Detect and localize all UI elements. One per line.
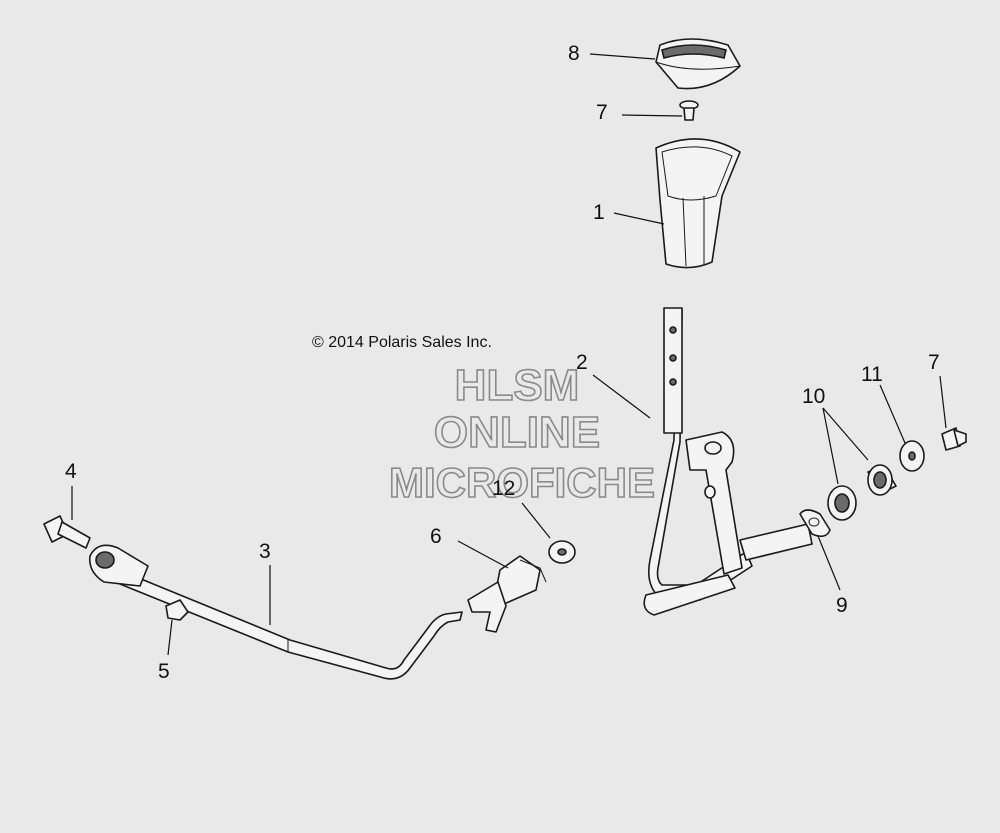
part-7-screw-right [941, 427, 967, 451]
part-12-washer [548, 540, 576, 564]
callout-9: 9 [836, 594, 848, 617]
part-2-shift-lever [643, 307, 813, 616]
callouts: 8 7 1 2 3 4 5 6 7 9 10 11 12 [65, 42, 940, 683]
callout-5: 5 [158, 660, 170, 683]
part-5-nut [165, 599, 189, 621]
callout-7-top: 7 [596, 101, 608, 124]
part-4-bolt [43, 515, 91, 549]
part-9-washer [799, 509, 831, 538]
part-1-shift-knob [655, 138, 741, 269]
callout-2: 2 [576, 351, 588, 374]
watermark-line2: ONLINE [434, 408, 600, 457]
callout-8: 8 [568, 42, 580, 65]
leader-lines [71, 53, 947, 656]
part-10-bushing-b [867, 464, 897, 496]
callout-4: 4 [65, 460, 77, 483]
callout-10: 10 [802, 385, 825, 408]
watermark: HLSM ONLINE MICROFICHE [388, 360, 656, 507]
part-10-bushing-a [827, 485, 857, 521]
callout-11: 11 [861, 363, 883, 386]
watermark-line1: HLSM [455, 361, 580, 410]
callout-3: 3 [259, 540, 271, 563]
callout-1: 1 [593, 201, 605, 224]
part-8-knob-cap [655, 38, 741, 90]
part-3-shift-rod [88, 544, 463, 680]
copyright-text: © 2014 Polaris Sales Inc. [312, 334, 492, 351]
callout-7-right: 7 [928, 351, 940, 374]
callout-6: 6 [430, 525, 442, 548]
part-11-flat-washer [899, 440, 925, 472]
callout-12: 12 [492, 477, 515, 500]
watermark-line3: MICROFICHE [389, 459, 655, 506]
part-7-screw-top [679, 100, 699, 121]
